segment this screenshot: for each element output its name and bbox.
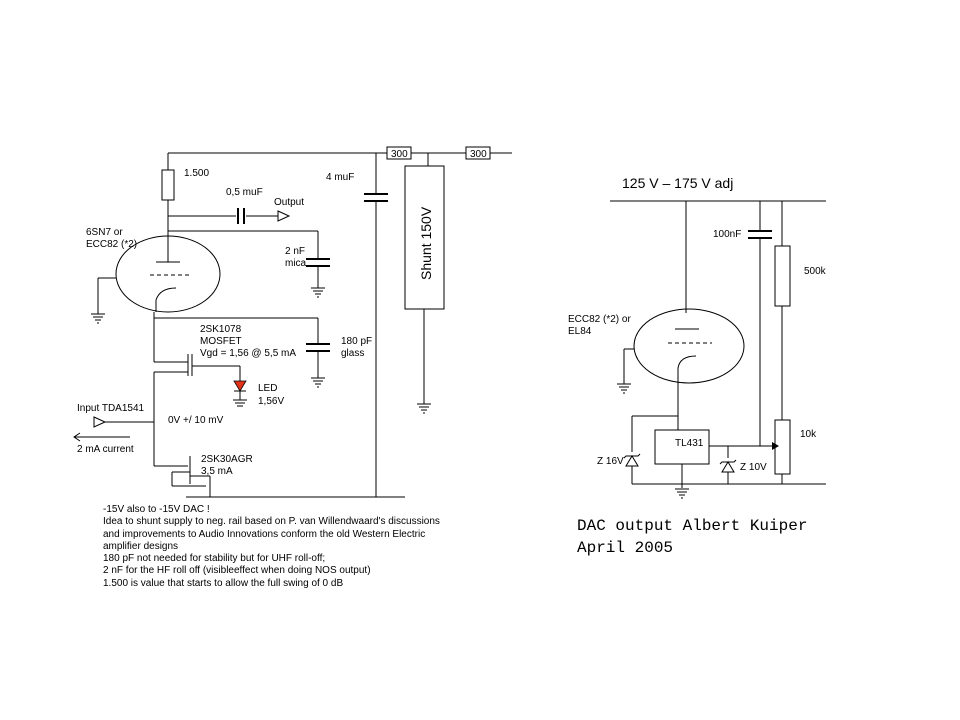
zener-16v-label: Z 16V	[597, 456, 624, 467]
jfet-label-line1: 2SK30AGR	[201, 454, 253, 465]
ground-icon	[675, 488, 689, 499]
led-label-line1: LED	[258, 383, 277, 394]
mosfet-label-line3: Vgd = 1,56 @ 5,5 mA	[200, 348, 296, 359]
jfet-2sk30agr	[154, 456, 211, 497]
note-line: Idea to shunt supply to neg. rail based …	[103, 516, 440, 528]
note-line: -15V also to -15V DAC !	[103, 504, 210, 515]
ground-icon	[233, 399, 247, 407]
resistor-300-a: 300	[386, 146, 412, 160]
tube-right-label-line1: ECC82 (*2) or	[568, 314, 631, 325]
pot-10k-label: 10k	[800, 429, 817, 440]
mosfet-2sk1078	[153, 354, 240, 466]
resistor-1500-label: 1.500	[184, 168, 209, 179]
tube-ecc82	[633, 308, 745, 384]
led-icon	[233, 380, 247, 392]
left-circuit: 300 300 1.500 0,5 muF Output 2 nF	[73, 146, 512, 498]
cap-100nf-label: 100nF	[713, 229, 741, 240]
caption-line1: DAC output Albert Kuiper	[577, 517, 807, 535]
input-arrow-icon	[93, 416, 107, 428]
cap-4muf-label: 4 muF	[326, 172, 354, 183]
resistor-300-a-label: 300	[391, 149, 408, 160]
note-line: 180 pF not needed for stability but for …	[103, 553, 326, 565]
resistor-500k-label: 500k	[804, 266, 827, 277]
cap-2nf-type: mica	[285, 258, 307, 269]
design-notes: -15V also to -15V DAC ! Idea to shunt su…	[103, 504, 523, 590]
resistor-300-b-label: 300	[470, 149, 487, 160]
output-label: Output	[274, 197, 304, 208]
note-line: and improvements to Audio Innovations co…	[103, 528, 426, 540]
ground-icon	[311, 287, 325, 298]
cap-180pf-label: 180 pF	[341, 336, 372, 347]
wiper-arrow-icon	[772, 442, 779, 450]
tube-right-label-line2: EL84	[568, 326, 592, 337]
ground-icon	[91, 313, 105, 324]
zener-16v-icon	[623, 453, 641, 467]
shunt-label: Shunt 150V	[418, 206, 434, 280]
tube-6sn7	[115, 235, 221, 313]
led-label-line2: 1,56V	[258, 396, 284, 407]
bias-label: 0V +/ 10 mV	[168, 415, 224, 426]
zener-10v-label: Z 10V	[740, 462, 767, 473]
tube-label-line1: 6SN7 or	[86, 227, 123, 238]
tl431-label: TL431	[675, 438, 704, 449]
right-circuit: 125 V – 175 V adj 100nF 500k 10k	[568, 175, 827, 557]
resistor-1500	[161, 169, 175, 201]
resistor-300-b: 300	[465, 146, 491, 160]
cap-2nf-label: 2 nF	[285, 246, 305, 257]
cap-180pf-type: glass	[341, 348, 364, 359]
ground-icon	[417, 403, 431, 414]
mosfet-label-line2: MOSFET	[200, 336, 242, 347]
input-label: Input TDA1541	[77, 403, 145, 414]
note-line: amplifier designs	[103, 540, 179, 552]
note-line: 2 nF for the HF roll off (visibleeffect …	[103, 565, 371, 577]
coupling-cap-label: 0,5 muF	[226, 187, 263, 198]
ground-icon	[311, 377, 325, 388]
output-arrow-icon	[277, 210, 291, 222]
resistor-500k	[774, 245, 791, 307]
zener-10v-icon	[719, 459, 737, 473]
jfet-label-line2: 3,5 mA	[201, 466, 233, 477]
caption-line2: April 2005	[577, 539, 673, 557]
note-line: 1.500 is value that starts to allow the …	[103, 577, 344, 589]
current-label: 2 mA current	[77, 444, 134, 455]
tube-label-line2: ECC82 (*2)	[86, 239, 137, 250]
mosfet-label-line1: 2SK1078	[200, 324, 242, 335]
supply-label: 125 V – 175 V adj	[622, 175, 733, 191]
ground-icon	[617, 383, 631, 394]
